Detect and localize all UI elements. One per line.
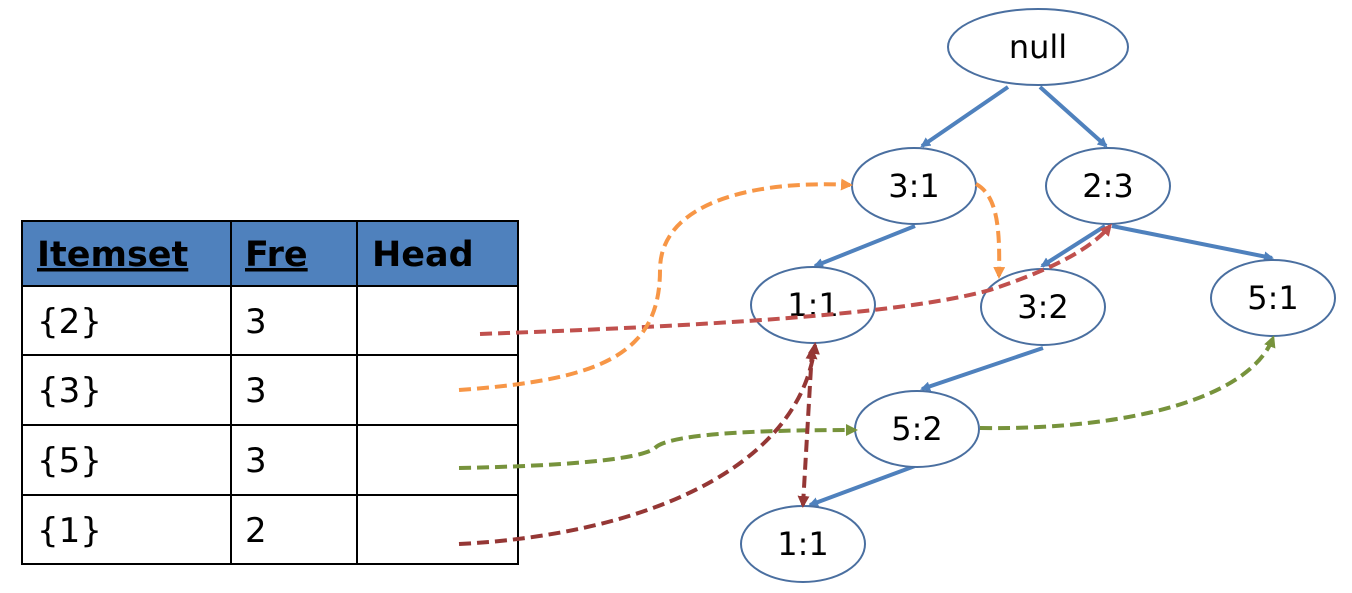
node-label: 5:1 xyxy=(1247,279,1299,317)
tree-node-root: null xyxy=(947,8,1129,86)
node-label: 2:3 xyxy=(1082,167,1134,205)
edge-root-to-3-1 xyxy=(920,85,1010,148)
edge-2-3-to-5-1 xyxy=(1111,224,1274,262)
table-row: {2} 3 xyxy=(37,302,267,342)
table-header-row xyxy=(22,221,518,286)
edge-5-2-to-1-1 xyxy=(808,464,916,507)
frequency-cell: 3 xyxy=(245,371,267,411)
link-item-2-to-node-2-3 xyxy=(479,223,1112,336)
itemset-cell: {2} xyxy=(37,302,102,342)
node-label: 5:2 xyxy=(891,410,943,448)
link-item-5-to-node-5-2 xyxy=(458,424,858,470)
table-row: {3} 3 xyxy=(37,371,267,411)
tree-edges xyxy=(808,85,1274,507)
itemset-cell: {5} xyxy=(37,441,102,481)
node-links xyxy=(458,178,1276,546)
table-row: {1} 2 xyxy=(37,511,267,551)
node-label: null xyxy=(1009,28,1067,66)
link-item-1-to-node-1-1 xyxy=(458,342,820,546)
tree-nodes: null 3:1 2:3 3:2 5:1 5:2 1:1 1:1 xyxy=(740,8,1336,583)
tree-node-3-2: 3:2 xyxy=(980,268,1106,346)
tree-node-5-2: 5:2 xyxy=(854,390,980,468)
frequency-cell: 3 xyxy=(245,302,267,342)
column-header-head: Head xyxy=(372,235,474,275)
tree-node-5-1: 5:1 xyxy=(1210,259,1336,337)
link-item-3-to-node-3-1 xyxy=(458,178,853,392)
itemset-cell: {1} xyxy=(37,511,102,551)
tree-node-1-1-lower: 1:1 xyxy=(740,505,866,583)
node-label: 1:1 xyxy=(777,525,829,563)
edge-3-2-to-5-2 xyxy=(920,346,1044,392)
tree-node-3-1: 3:1 xyxy=(851,147,977,225)
link-node-3-1-to-node-3-2 xyxy=(974,182,1006,279)
column-header-fre: Fre xyxy=(245,235,308,275)
edge-2-3-to-3-2 xyxy=(1040,224,1107,268)
edge-root-to-2-3 xyxy=(1038,85,1108,148)
link-node-1-1-to-node-1-1 xyxy=(797,347,818,508)
itemset-cell: {3} xyxy=(37,371,102,411)
tree-node-1-1-upper: 1:1 xyxy=(750,266,876,344)
tree-node-2-3: 2:3 xyxy=(1045,147,1171,225)
column-header-itemset: Itemset xyxy=(37,235,188,275)
table-row: {5} 3 xyxy=(37,441,267,481)
node-label: 3:2 xyxy=(1017,288,1069,326)
node-label: 3:1 xyxy=(888,167,940,205)
frequency-cell: 3 xyxy=(245,441,267,481)
link-node-5-2-to-node-5-1 xyxy=(979,335,1276,431)
edge-3-1-to-1-1 xyxy=(813,224,916,268)
frequency-cell: 2 xyxy=(245,511,267,551)
table-grid xyxy=(21,220,519,565)
header-table: Itemset Fre Head {2} 3 {3} 3 {5} 3 {1} 2 xyxy=(21,220,519,565)
